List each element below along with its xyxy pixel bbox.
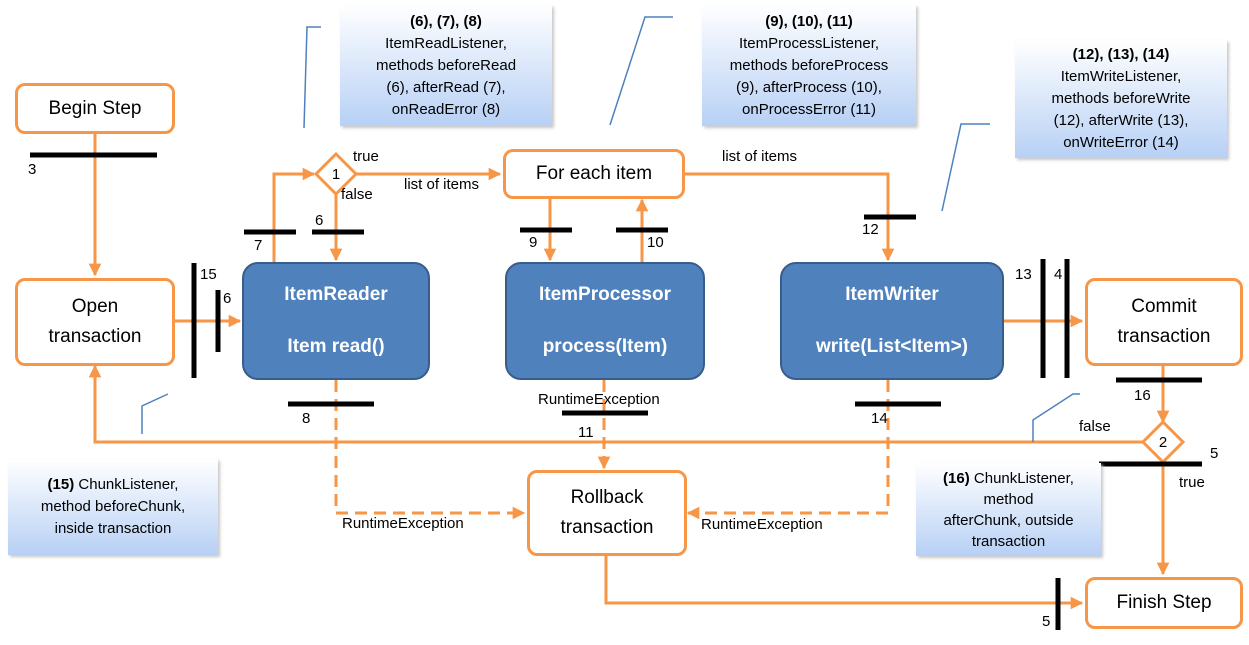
decision-2-number: 2 [1158,434,1168,451]
number-6-top: 6 [315,212,324,229]
callout-lines [141,16,1080,442]
note-read-line-4: onReadError (8) [391,100,501,118]
begin-step-label: Begin Step [48,97,142,119]
number-11: 11 [578,424,594,441]
label-false-2: false [1079,418,1111,435]
note-process-line-1: ItemProcessListener, [738,34,880,52]
callout-chunk-after [1032,393,1080,442]
label-runtime-exception-writer: RuntimeException [701,516,823,533]
label-list-of-items-1: list of items [404,176,480,193]
callout-chunk-before [141,393,169,434]
number-9: 9 [529,234,538,251]
note-chunk-after-line-2: afterChunk, outside [943,511,1074,529]
item-writer-box: ItemWriter write(List<Item>) [780,262,1004,380]
note-chunk-before-first: ChunkListener, [78,476,179,493]
note-chunk-after-line-3: transaction [971,532,1046,550]
note-chunk-before-line-1: method beforeChunk, [40,498,186,515]
label-runtime-exception-reader: RuntimeException [342,515,464,532]
number-5-right: 5 [1210,445,1219,462]
label-runtime-exception-processor: RuntimeException [538,391,660,408]
number-7: 7 [254,237,263,254]
item-reader-title: ItemReader [284,284,388,305]
label-list-of-items-2: list of items [722,148,798,165]
flow-rollback-to-finish [604,556,1084,610]
note-chunk-after: (16) ChunkListener, method afterChunk, o… [916,463,1101,556]
note-chunk-after-head: (16) [943,469,970,487]
note-read-line-1: ItemReadListener, [385,34,507,52]
item-writer-title: ItemWriter [845,284,939,305]
exception-flows [334,380,890,520]
event-bars [30,152,1202,630]
callout-write [941,123,990,212]
solid-flows [88,134,1170,610]
callout-read [303,26,321,129]
open-transaction-box: Open transaction [15,278,175,366]
commit-transaction-box: Commit transaction [1085,278,1243,366]
note-read-head: (6), (7), (8) [410,12,482,30]
note-chunk-after-first-line: (16) ChunkListener, [943,468,1074,489]
callout-process [609,16,673,126]
number-3: 3 [28,161,37,178]
note-chunk-before-first-line: (15) ChunkListener, [48,474,179,496]
note-write-line-3: (12), afterWrite (13), [1053,112,1189,129]
note-read-line-2: methods beforeRead [375,56,517,74]
number-15: 15 [200,266,217,283]
number-4: 4 [1054,266,1063,283]
note-write-head: (12), (13), (14) [1072,46,1170,63]
commit-transaction-line-1: Commit [1131,296,1197,317]
item-processor-method: process(Item) [542,336,668,357]
finish-step-label: Finish Step [1116,592,1212,613]
number-12: 12 [862,221,879,238]
number-10: 10 [647,234,664,251]
finish-step-box: Finish Step [1085,577,1243,629]
number-5-bottom: 5 [1042,613,1051,630]
note-process-listener: (9), (10), (11) ItemProcessListener, met… [702,5,916,126]
flow-decision2-false-to-open [88,364,1143,444]
number-8: 8 [302,410,311,427]
note-write-line-4: onWriteError (14) [1063,134,1179,151]
commit-transaction-line-2: transaction [1117,326,1211,347]
rollback-transaction-line-1: Rollback [570,487,644,508]
item-reader-box: ItemReader Item read() [242,262,430,380]
number-13: 13 [1015,266,1032,283]
note-process-line-2: methods beforeProcess [729,56,889,74]
open-transaction-line-2: transaction [48,326,142,347]
number-6-side: 6 [223,290,232,307]
note-process-head: (9), (10), (11) [765,12,853,30]
decision-1-number: 1 [331,166,341,183]
item-writer-method: write(List<Item>) [815,336,969,357]
for-each-item-box: For each item [503,149,685,199]
note-read-listener: (6), (7), (8) ItemReadListener, methods … [340,5,552,126]
flow-reader-exception [334,380,526,520]
note-read-line-3: (6), afterRead (7), [386,78,506,96]
label-true-2: true [1179,474,1205,491]
begin-step-box: Begin Step [15,83,175,134]
note-write-listener: (12), (13), (14) ItemWriteListener, meth… [1015,40,1227,158]
note-chunk-after-line-1: method [983,490,1034,508]
note-process-line-4: onProcessError (11) [742,100,876,118]
number-16: 16 [1134,387,1151,404]
note-write-line-2: methods beforeWrite [1051,90,1191,107]
decision-1 [313,151,359,197]
item-processor-box: ItemProcessor process(Item) [505,262,705,380]
open-transaction-line-1: Open [71,296,119,317]
flow-reader-to-decision1 [272,167,316,262]
note-process-line-3: (9), afterProcess (10), [736,78,882,96]
item-processor-title: ItemProcessor [538,284,671,305]
number-14: 14 [871,410,888,427]
flow-writer-exception [686,380,890,520]
label-false-1: false [341,186,373,203]
for-each-item-label: For each item [535,163,653,184]
note-chunk-before: (15) ChunkListener, method beforeChunk, … [8,459,218,555]
note-chunk-before-line-2: inside transaction [54,520,172,537]
item-reader-method: Item read() [287,336,385,357]
note-chunk-before-head: (15) [47,476,75,493]
note-write-line-1: ItemWriteListener, [1060,68,1182,85]
note-chunk-after-first: ChunkListener, [973,469,1074,487]
flow-foreach-to-writer [684,172,895,262]
label-true-1: true [353,148,379,165]
rollback-transaction-line-2: transaction [560,517,654,538]
rollback-transaction-box: Rollback transaction [527,470,687,556]
